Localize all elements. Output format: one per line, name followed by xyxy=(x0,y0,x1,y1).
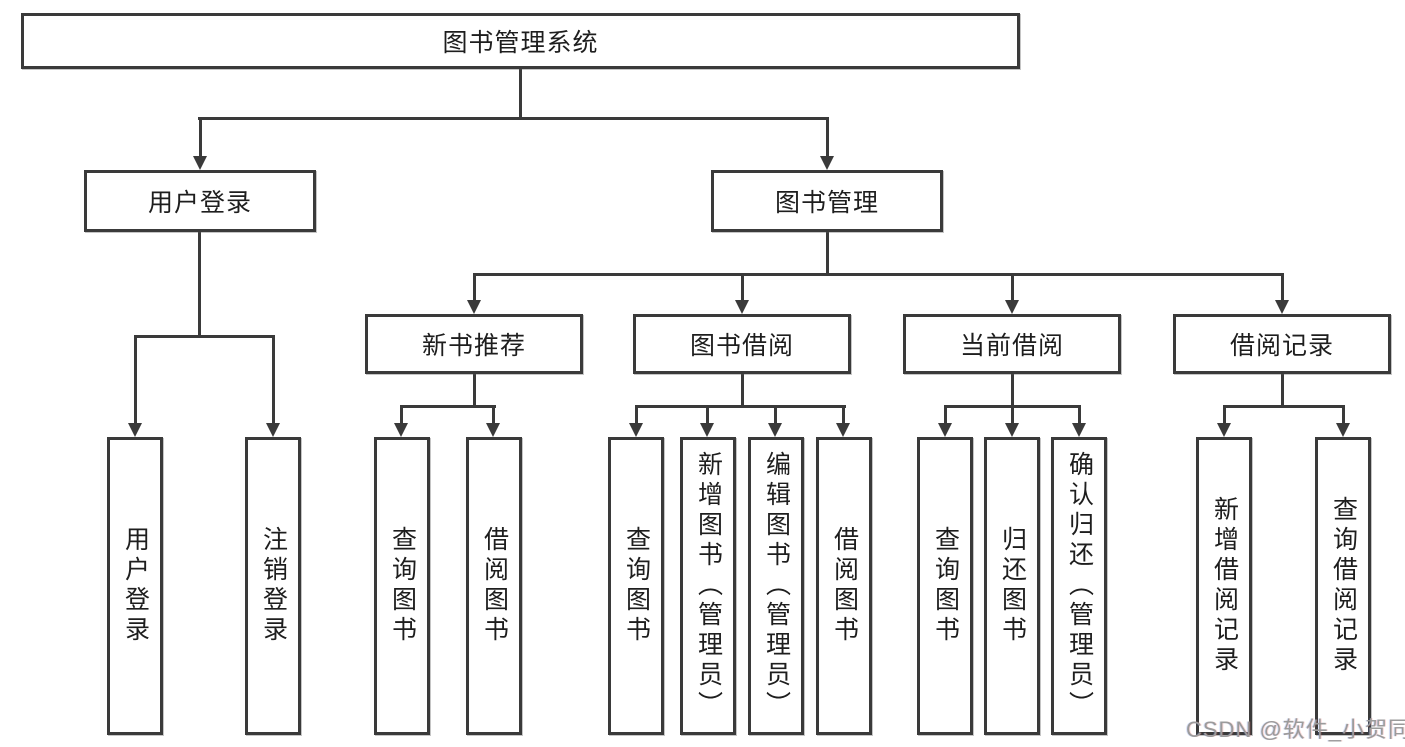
node-user-login: 用户登录 xyxy=(84,170,316,232)
node-borrow-record-label: 借阅记录 xyxy=(1229,332,1334,360)
leaf-newbook-borrow-books-label: 借阅图书 xyxy=(480,526,509,646)
connector-new-book-rail xyxy=(400,405,496,408)
node-root: 图书管理系统 xyxy=(21,13,1020,69)
leaf-return-books: 归还图书 xyxy=(984,437,1040,735)
arrow-new-book-query-icon xyxy=(394,405,408,437)
leaf-return-books-label: 归还图书 xyxy=(998,526,1027,646)
node-book-borrow-label: 图书借阅 xyxy=(689,332,794,360)
node-user-login-label: 用户登录 xyxy=(147,189,252,217)
leaf-confirm-return-admin-label: 确认归还（管理员） xyxy=(1065,451,1094,721)
arrow-to-new-book-icon xyxy=(467,273,481,314)
connector-user-login-rail xyxy=(134,335,275,338)
node-new-book-recommend: 新书推荐 xyxy=(365,314,583,374)
node-book-management-label: 图书管理 xyxy=(774,189,879,217)
connector-borrow-record-rail xyxy=(1223,405,1345,408)
connector-root-stem xyxy=(519,69,522,117)
csdn-watermark: CSDN @软件_小贺同学 xyxy=(1186,717,1405,742)
leaf-logout: 注销登录 xyxy=(245,437,301,735)
leaf-borrow-borrow-books-label: 借阅图书 xyxy=(830,526,859,646)
leaf-add-borrow-record: 新增借阅记录 xyxy=(1196,437,1252,735)
arrow-record-query-icon xyxy=(1336,405,1350,437)
leaf-user-login-label: 用户登录 xyxy=(121,526,150,646)
leaf-query-borrow-record: 查询借阅记录 xyxy=(1315,437,1371,735)
connector-new-book-stem xyxy=(473,374,476,405)
leaf-edit-book-admin: 编辑图书（管理员） xyxy=(748,437,804,735)
arrow-current-return-icon xyxy=(1005,405,1019,437)
connector-level2-rail xyxy=(198,117,829,120)
arrow-new-book-borrow-icon xyxy=(486,405,500,437)
leaf-logout-label: 注销登录 xyxy=(259,526,288,646)
leaf-newbook-query-books-label: 查询图书 xyxy=(388,526,417,646)
connector-book-borrow-stem xyxy=(741,374,744,405)
leaf-add-book-admin-label: 新增图书（管理员） xyxy=(694,451,723,721)
arrow-to-leaf-logout-icon xyxy=(266,335,280,437)
arrow-record-add-icon xyxy=(1217,405,1231,437)
connector-level3-rail xyxy=(473,273,1284,276)
leaf-user-login: 用户登录 xyxy=(107,437,163,735)
node-new-book-recommend-label: 新书推荐 xyxy=(421,332,526,360)
arrow-to-borrow-record-icon xyxy=(1275,273,1289,314)
leaf-current-query-books-label: 查询图书 xyxy=(931,526,960,646)
arrow-to-current-borrow-icon xyxy=(1005,273,1019,314)
arrow-borrow-borrow-icon xyxy=(836,405,850,437)
arrow-borrow-query-icon xyxy=(629,405,643,437)
leaf-edit-book-admin-label: 编辑图书（管理员） xyxy=(762,451,791,721)
leaf-borrow-query-books: 查询图书 xyxy=(608,437,664,735)
connector-borrow-record-stem xyxy=(1281,374,1284,405)
leaf-query-borrow-record-label: 查询借阅记录 xyxy=(1329,496,1358,676)
arrow-borrow-add-icon xyxy=(700,405,714,437)
arrow-current-query-icon xyxy=(938,405,952,437)
connector-user-login-stem xyxy=(198,232,201,335)
connector-book-borrow-rail xyxy=(635,405,846,408)
leaf-add-book-admin: 新增图书（管理员） xyxy=(680,437,736,735)
node-book-management: 图书管理 xyxy=(711,170,943,232)
leaf-newbook-query-books: 查询图书 xyxy=(374,437,430,735)
leaf-add-borrow-record-label: 新增借阅记录 xyxy=(1210,496,1239,676)
arrow-to-book-borrow-icon xyxy=(735,273,749,314)
node-current-borrow: 当前借阅 xyxy=(903,314,1121,374)
arrow-current-confirm-icon xyxy=(1072,405,1086,437)
leaf-borrow-borrow-books: 借阅图书 xyxy=(816,437,872,735)
connector-current-borrow-stem xyxy=(1011,374,1014,405)
arrow-to-user-login-icon xyxy=(193,117,207,170)
arrow-borrow-edit-icon xyxy=(768,405,782,437)
leaf-current-query-books: 查询图书 xyxy=(917,437,973,735)
node-book-borrow: 图书借阅 xyxy=(633,314,851,374)
leaf-newbook-borrow-books: 借阅图书 xyxy=(466,437,522,735)
node-borrow-record: 借阅记录 xyxy=(1173,314,1391,374)
arrow-to-book-management-icon xyxy=(820,117,834,170)
leaf-confirm-return-admin: 确认归还（管理员） xyxy=(1051,437,1107,735)
node-root-label: 图书管理系统 xyxy=(442,29,599,57)
connector-book-management-stem xyxy=(826,232,829,273)
leaf-borrow-query-books-label: 查询图书 xyxy=(622,526,651,646)
node-current-borrow-label: 当前借阅 xyxy=(959,332,1064,360)
arrow-to-leaf-user-login-icon xyxy=(128,335,142,437)
